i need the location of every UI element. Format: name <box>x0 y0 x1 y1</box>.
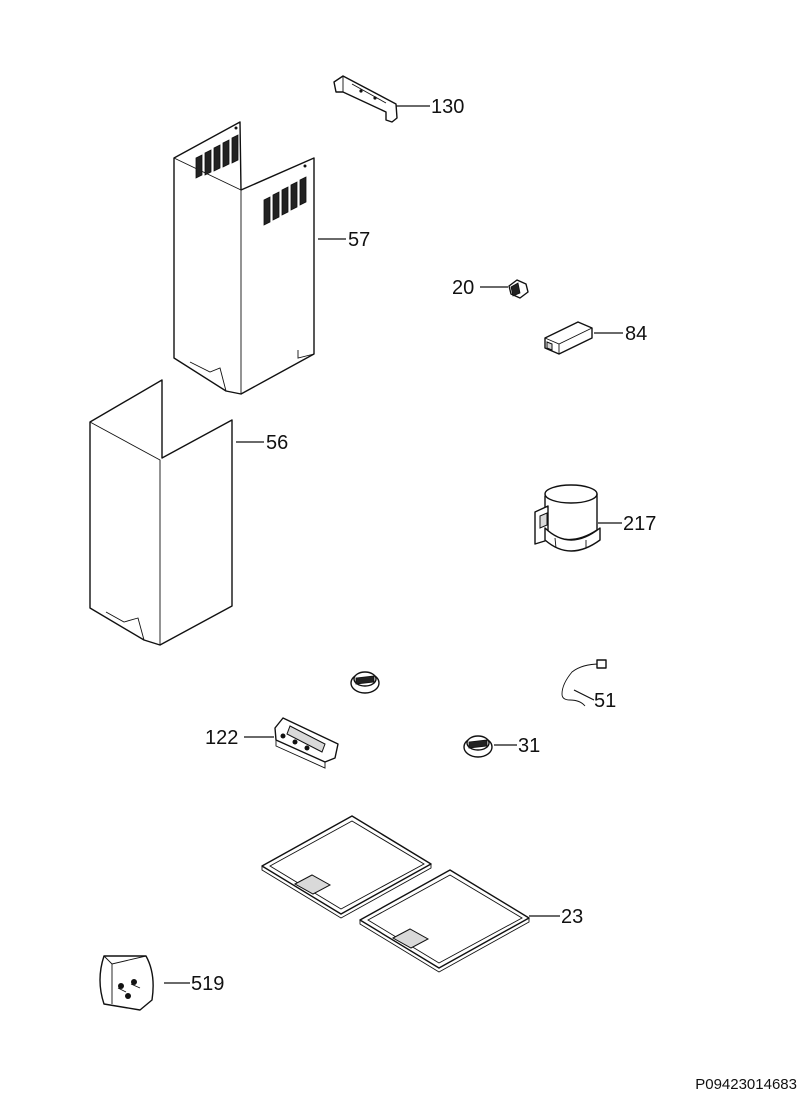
callout-519: 519 <box>191 973 224 995</box>
part-23-grease-filter-1[interactable] <box>261 815 432 919</box>
callout-23: 23 <box>561 906 583 928</box>
control-knob[interactable] <box>350 671 380 694</box>
callout-217: 217 <box>623 513 656 535</box>
callout-56: 56 <box>266 432 288 454</box>
part-23-grease-filter-2[interactable] <box>359 869 530 973</box>
part-519-screw-bag[interactable] <box>99 955 154 1011</box>
callout-122: 122 <box>205 727 238 749</box>
part-130-bracket[interactable] <box>333 75 398 123</box>
part-217-motor-unit[interactable] <box>534 484 601 552</box>
callout-20: 20 <box>452 277 474 299</box>
part-84-driver-box[interactable] <box>544 321 593 355</box>
callout-130: 130 <box>431 96 464 118</box>
document-reference: P09423014683 <box>695 1076 797 1093</box>
part-122-control-board[interactable] <box>274 717 339 769</box>
part-57-upper-chimney[interactable] <box>173 121 315 395</box>
part-56-lower-chimney[interactable] <box>89 379 233 646</box>
part-20-connector[interactable] <box>508 279 529 299</box>
callout-84: 84 <box>625 323 647 345</box>
part-51-cable[interactable] <box>561 659 607 707</box>
callout-51: 51 <box>594 690 616 712</box>
callout-57: 57 <box>348 229 370 251</box>
callout-31: 31 <box>518 735 540 757</box>
leader-51 <box>573 689 595 701</box>
part-31-knob[interactable] <box>463 735 493 758</box>
